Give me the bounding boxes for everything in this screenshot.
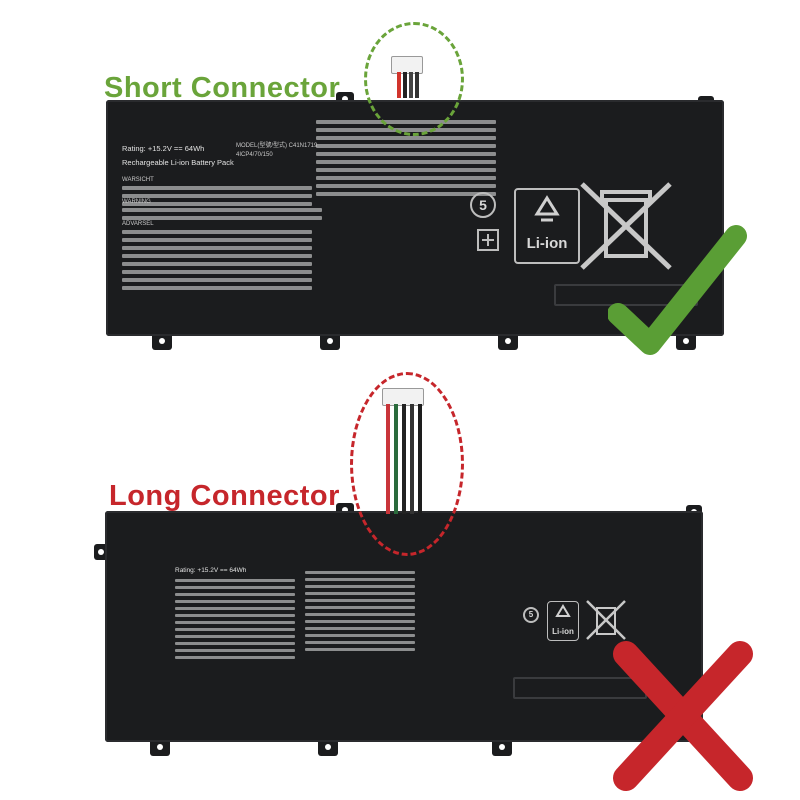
battery-warning: WARNING: [122, 199, 151, 205]
battery-model: MODEL(型號/型式) C41N1719: [236, 143, 318, 149]
recycle-5-icon: 5: [523, 607, 539, 623]
mount-tab: [492, 738, 512, 756]
mount-tab: [94, 544, 108, 560]
battery-pack-name: Rechargeable Li-ion Battery Pack: [122, 158, 234, 167]
battery-rating: Rating: +15.2V == 64Wh: [122, 144, 205, 153]
recycle-icon: [534, 195, 560, 222]
mount-tab: [152, 332, 172, 350]
recycle-5-icon: 5: [470, 192, 496, 218]
battery-advarsel: ADVARSEL: [122, 221, 154, 227]
battery-rating: Rating: +15.2V == 64Wh: [175, 567, 247, 574]
li-ion-recycle-badge: Li-ion: [514, 188, 580, 264]
battery-short-connector: Rating: +15.2V == 64Wh MODEL(型號/型式) C41N…: [106, 100, 724, 336]
li-ion-recycle-badge: Li-ion: [547, 601, 579, 641]
crossed-bin-icon: [586, 600, 626, 640]
crossed-bin-icon: [580, 182, 672, 270]
long-connector-highlight: [350, 372, 464, 556]
cross-icon: [613, 641, 753, 791]
mount-tab: [676, 332, 696, 350]
chinese-recycle-icon: [477, 229, 499, 251]
mount-tab: [320, 332, 340, 350]
short-connector-label: Short Connector: [104, 72, 341, 104]
battery-part: 4ICP4/70/150: [236, 152, 273, 158]
li-ion-text: Li-ion: [526, 235, 568, 252]
long-connector-label: Long Connector: [109, 480, 340, 512]
battery-warnsicht: WARSICHT: [122, 177, 154, 183]
mount-tab: [318, 738, 338, 756]
mount-tab: [498, 332, 518, 350]
check-icon: [608, 225, 747, 355]
li-ion-text: Li-ion: [552, 627, 574, 636]
recycle-icon: [555, 604, 571, 617]
mount-tab: [150, 738, 170, 756]
short-connector-highlight: [364, 22, 464, 136]
